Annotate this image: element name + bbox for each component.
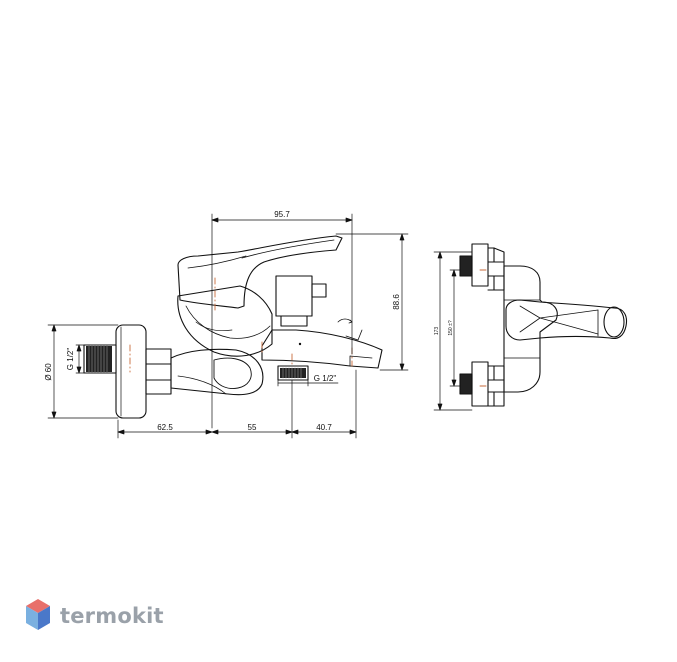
shower-outlet <box>277 365 309 381</box>
mixer-body <box>170 348 264 396</box>
dim-outlet-thread: G 1/2" <box>314 374 337 383</box>
dim-diameter: Ø 60 <box>44 363 53 381</box>
dim-front-height-outer: 173 <box>434 327 440 336</box>
bottom-eccentric <box>459 361 505 407</box>
dim-offset-right: 40.7 <box>316 423 332 432</box>
lever-handle <box>177 235 343 309</box>
wall-flange <box>115 324 147 419</box>
hex-nut <box>145 348 172 395</box>
brand-watermark: termokit <box>24 597 164 635</box>
dim-offset-mid: 55 <box>248 423 257 432</box>
front-view <box>433 243 628 411</box>
dim-front-height-inner: 150 ±? <box>448 320 454 335</box>
inlet-connector <box>83 344 117 374</box>
top-eccentric <box>459 243 505 291</box>
bath-spout <box>261 329 383 369</box>
brand-name: termokit <box>60 604 164 628</box>
dim-inlet-thread: G 1/2" <box>66 348 75 371</box>
dimension-labels: 95.7 88.6 Ø 60 G 1/2" G 1/2" 62.5 55 40.… <box>44 210 454 432</box>
diverter-knob <box>275 275 327 327</box>
dim-offset-left: 62.5 <box>157 423 173 432</box>
front-lever <box>505 299 628 341</box>
front-body <box>503 265 558 393</box>
dim-height: 88.6 <box>392 294 401 310</box>
termokit-logo-icon <box>26 599 50 630</box>
side-view-dimensions <box>47 213 409 439</box>
side-view <box>83 235 383 419</box>
dim-top-width: 95.7 <box>274 210 290 219</box>
lever-housing <box>177 285 273 357</box>
